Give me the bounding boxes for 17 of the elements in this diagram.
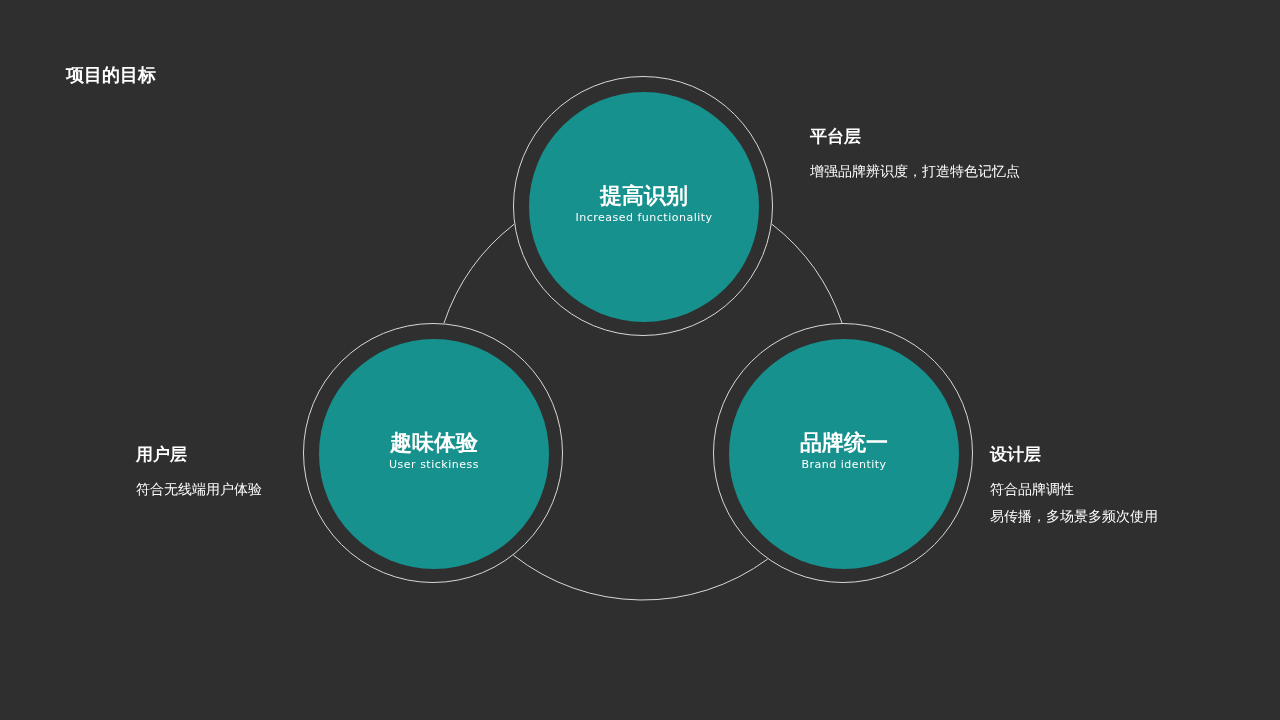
circle-title: 提高识别 [600,182,688,210]
circle-title: 趣味体验 [390,429,478,457]
layer-heading: 用户层 [136,443,188,466]
connector-arc [443,223,515,324]
page-title: 项目的目标 [66,63,156,87]
layer-heading: 平台层 [810,125,862,148]
circle-subtitle: Brand identity [801,457,887,473]
layer-description: 符合无线端用户体验 [136,480,262,499]
circle-title: 品牌统一 [800,429,888,457]
layer-description: 易传播，多场景多频次使用 [990,507,1158,526]
layer-description: 符合品牌调性 [990,480,1075,499]
circle-subtitle: User stickiness [389,457,479,473]
connector-arc [513,554,769,601]
connector-arc [771,223,843,324]
layer-description: 增强品牌辨识度，打造特色记忆点 [810,162,1020,181]
circle-subtitle: Increased functionality [575,210,713,226]
layer-heading: 设计层 [990,443,1042,466]
